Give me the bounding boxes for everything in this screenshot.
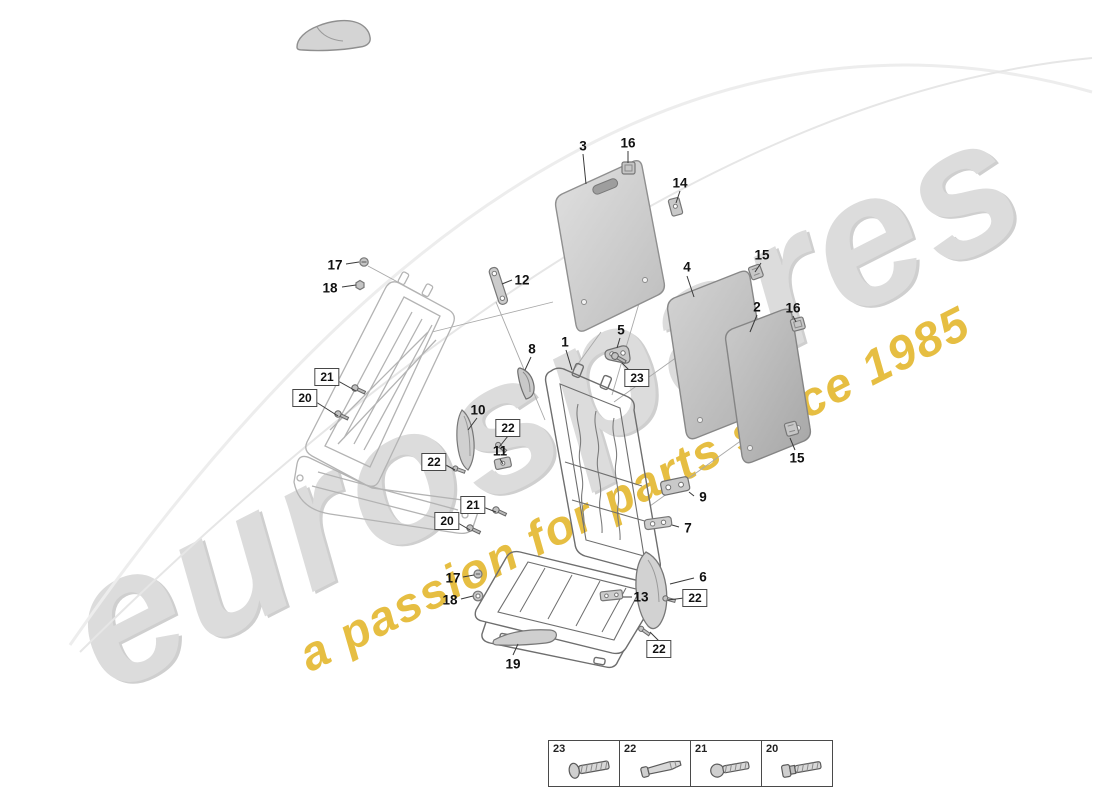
part-label-13[interactable]: 13 bbox=[633, 589, 649, 605]
part-label-5[interactable]: 5 bbox=[617, 322, 625, 338]
part-label-22[interactable]: 22 bbox=[495, 419, 521, 437]
part-9-bracket bbox=[659, 476, 691, 496]
part-6-side-trim bbox=[635, 551, 668, 630]
part-20-screw-center bbox=[466, 524, 482, 535]
part-label-19[interactable]: 19 bbox=[505, 656, 521, 672]
legend-cell-20[interactable]: 20 bbox=[761, 741, 832, 786]
part-22-rivet-d bbox=[638, 625, 651, 637]
part-18-nut-left bbox=[355, 279, 365, 291]
legend-number: 20 bbox=[766, 743, 779, 755]
expansion-rivet-icon bbox=[640, 760, 682, 778]
part-17-screw-left bbox=[359, 257, 369, 267]
part-16-clip-right bbox=[789, 316, 806, 332]
part-label-21[interactable]: 21 bbox=[314, 368, 340, 386]
part-20-screw-left bbox=[334, 410, 350, 421]
seat-frame-left bbox=[293, 271, 480, 535]
part-label-12[interactable]: 12 bbox=[514, 272, 530, 288]
part-12-bracket bbox=[488, 266, 509, 305]
legend-cell-21[interactable]: 21 bbox=[690, 741, 761, 786]
round-head-screw-icon bbox=[710, 761, 750, 778]
part-label-17[interactable]: 17 bbox=[445, 570, 461, 586]
part-label-11[interactable]: 11 bbox=[492, 443, 508, 459]
part-label-15[interactable]: 15 bbox=[789, 450, 805, 466]
part-label-3[interactable]: 3 bbox=[579, 138, 587, 154]
part-label-22[interactable]: 22 bbox=[421, 453, 447, 471]
part-23-screw bbox=[611, 352, 627, 364]
part-21-screw-left bbox=[351, 384, 367, 395]
part-label-20[interactable]: 20 bbox=[434, 512, 460, 530]
part-18-grommet-center bbox=[472, 590, 484, 602]
part-label-7[interactable]: 7 bbox=[684, 520, 692, 536]
part-label-8[interactable]: 8 bbox=[528, 341, 536, 357]
part-label-18[interactable]: 18 bbox=[322, 280, 338, 296]
part-label-2[interactable]: 2 bbox=[753, 299, 761, 315]
part-label-17[interactable]: 17 bbox=[327, 257, 343, 273]
legend-number: 23 bbox=[553, 743, 566, 755]
part-label-9[interactable]: 9 bbox=[699, 489, 707, 505]
part-19-trim-strip bbox=[492, 629, 557, 646]
torx-screw-icon bbox=[780, 761, 822, 778]
part-10-side-trim bbox=[456, 409, 475, 471]
part-label-23[interactable]: 23 bbox=[624, 369, 650, 387]
backrest-panel-3 bbox=[554, 159, 666, 332]
part-label-18[interactable]: 18 bbox=[442, 592, 458, 608]
leader-lines bbox=[315, 151, 797, 656]
part-8-hook-bracket bbox=[517, 367, 535, 400]
small-parts bbox=[334, 161, 806, 646]
part-label-16[interactable]: 16 bbox=[620, 135, 636, 151]
legend-number: 22 bbox=[624, 743, 637, 755]
part-15-clip-top bbox=[747, 263, 764, 281]
part-label-21[interactable]: 21 bbox=[460, 496, 486, 514]
part-22-rivet-b bbox=[495, 441, 508, 454]
part-label-1[interactable]: 1 bbox=[561, 334, 569, 350]
part-13-plate bbox=[599, 589, 624, 602]
part-label-10[interactable]: 10 bbox=[470, 402, 486, 418]
part-label-15[interactable]: 15 bbox=[754, 247, 770, 263]
legend-number: 21 bbox=[695, 743, 708, 755]
legend-cell-23[interactable]: 23 bbox=[549, 741, 619, 786]
part-label-4[interactable]: 4 bbox=[683, 259, 691, 275]
part-14-bracket bbox=[667, 197, 684, 217]
part-label-16[interactable]: 16 bbox=[785, 300, 801, 316]
part-17-screw-center bbox=[473, 569, 483, 579]
fastener-legend: 23 22 21 bbox=[548, 740, 833, 787]
part-15-clip-bottom bbox=[783, 420, 800, 437]
part-7-plate bbox=[643, 516, 673, 531]
part-label-20[interactable]: 20 bbox=[292, 389, 318, 407]
part-label-14[interactable]: 14 bbox=[672, 175, 688, 191]
pan-head-screw-icon bbox=[568, 760, 610, 779]
part-label-6[interactable]: 6 bbox=[699, 569, 707, 585]
part-label-22[interactable]: 22 bbox=[682, 589, 708, 607]
part-label-22[interactable]: 22 bbox=[646, 640, 672, 658]
legend-cell-22[interactable]: 22 bbox=[619, 741, 690, 786]
car-silhouette bbox=[296, 19, 371, 52]
